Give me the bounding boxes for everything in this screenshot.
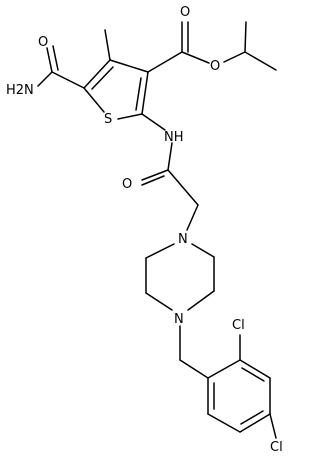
bond-c5-c4	[83, 59, 111, 89]
atom-cl-para: Cl	[270, 440, 283, 455]
dichlorobenzene-ring	[207, 359, 271, 433]
bond-ar-inner-2	[240, 410, 264, 425]
bond-amide-c-n	[37, 71, 53, 87]
bond-methyl	[104, 29, 111, 61]
bond-co-o-double-2	[141, 175, 165, 186]
bond-co-ch2	[167, 169, 199, 206]
bond-c2-s	[117, 113, 143, 120]
molecule-structure-diagram: O O O H2N S NH O N N Cl Cl	[6, 5, 283, 455]
bond-c2-nh	[141, 113, 166, 131]
bond-ester-c-o-single	[181, 51, 210, 64]
piperazine-ring	[145, 243, 215, 311]
bond-pip-6	[145, 243, 175, 259]
bond-amide-c-o	[46, 47, 53, 73]
bond-c5-c4-inner	[91, 66, 114, 90]
bond-pip-4	[145, 292, 173, 311]
bond-ar-inner-1	[241, 367, 265, 382]
bond-c4-c3	[109, 59, 149, 73]
bond-co-o-double	[141, 169, 169, 181]
acetamide-linker	[141, 113, 199, 231]
atom-cl-ortho: Cl	[232, 318, 245, 333]
atom-o-ester-carbonyl: O	[180, 5, 190, 20]
bond-ar-1	[207, 359, 241, 379]
atom-o-ester: O	[210, 59, 220, 74]
atom-s-thiophene: S	[104, 112, 112, 127]
bond-isopropyl-me2	[244, 51, 277, 71]
bond-pip-1	[191, 243, 215, 258]
bond-ch2-ring	[179, 359, 209, 379]
molecule-svg: O O O H2N S NH O N N Cl Cl	[6, 5, 283, 455]
atom-o-amide-carbonyl: O	[38, 35, 48, 50]
bond-ch2-n	[186, 204, 199, 231]
isopropyl-ester-group	[147, 21, 277, 73]
bond-ar-cl-para	[269, 413, 277, 439]
atom-n-amide-nh2: H2N	[6, 83, 34, 98]
bond-isopropyl-me1	[244, 21, 247, 53]
carboxamide-group	[37, 45, 85, 89]
bond-c3-ester-c	[147, 51, 183, 73]
atom-o-acetamide: O	[122, 177, 132, 192]
bond-c5-amide-c	[51, 71, 85, 89]
atom-n-amide-nh: NH	[164, 130, 184, 145]
bond-ar-4	[239, 413, 271, 433]
atom-n-piperazine-bottom: N	[174, 312, 184, 327]
bond-c3-c2	[141, 71, 149, 115]
atom-n-piperazine-top: N	[178, 232, 188, 247]
bond-amide-c-o-double	[52, 45, 59, 71]
thiophene-ring	[83, 59, 149, 120]
bond-s-c5	[83, 87, 105, 113]
bond-ar-2	[239, 359, 271, 379]
bond-nh-co	[167, 142, 173, 171]
bond-pip-3	[187, 290, 215, 311]
bond-ar-5	[207, 413, 241, 433]
bond-o-isopropyl-ch	[223, 51, 246, 63]
bond-c3-c2-inner	[135, 77, 142, 111]
